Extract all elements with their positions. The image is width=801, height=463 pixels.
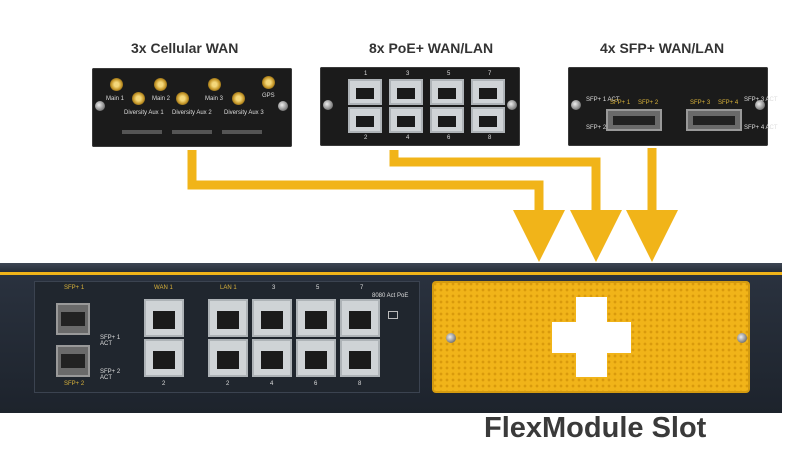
lan-port[interactable] — [340, 299, 380, 337]
wan-label: WAN 1 — [154, 285, 173, 291]
poe-module: 1 3 5 7 2 4 6 8 — [320, 67, 520, 146]
rj45-port[interactable] — [348, 107, 382, 133]
sfp-arrowhead — [626, 210, 678, 262]
sfp-cage[interactable] — [686, 109, 742, 131]
lan-port[interactable] — [296, 299, 336, 337]
antenna-label: Main 1 — [106, 96, 125, 102]
sfp-cage[interactable] — [606, 109, 662, 131]
port-number: 3 — [406, 71, 410, 77]
antenna-label: Main 3 — [205, 96, 224, 102]
rj45-port[interactable] — [430, 79, 464, 105]
rj45-port[interactable] — [471, 107, 505, 133]
screw-icon — [507, 100, 517, 110]
sfp-bottom-label: SFP+ 2 — [64, 381, 85, 387]
poe-wan-lan-label: 8x PoE+ WAN/LAN — [369, 40, 494, 56]
sfp-wan-lan-label: 4x SFP+ WAN/LAN — [600, 40, 725, 56]
rj45-port[interactable] — [471, 79, 505, 105]
sfp-act-label: SFP+ 1 ACT — [586, 97, 620, 103]
lan-port[interactable] — [252, 339, 292, 377]
cellular-module: Main 1 Diversity Aux 1 Main 2 Diversity … — [92, 68, 292, 147]
lan-port[interactable] — [296, 339, 336, 377]
lan-label: LAN 1 — [220, 285, 237, 291]
poe-arrowhead — [570, 210, 622, 262]
chassis-sfp-port[interactable] — [56, 345, 90, 377]
antenna-label: Diversity Aux 2 — [172, 110, 212, 116]
lan-port[interactable] — [208, 339, 248, 377]
wan-port[interactable] — [144, 299, 184, 337]
port-number: 7 — [488, 71, 492, 77]
port-number: 5 — [316, 285, 320, 291]
port-number: 6 — [314, 381, 318, 387]
plus-icon-bar — [552, 322, 631, 353]
port-number: 5 — [447, 71, 451, 77]
sfp-cage-label: SFP+ 1 — [610, 100, 631, 106]
front-panel: SFP+ 1 SFP+ 2 SFP+ 1 ACT SFP+ 2 ACT WAN … — [34, 281, 420, 393]
port-number: 4 — [406, 135, 410, 141]
sfp-cage-label: SFP+ 3 — [690, 100, 711, 106]
flexmodule-slot-label: FlexModule Slot — [484, 412, 707, 444]
port-number: 6 — [447, 135, 451, 141]
port-number: 1 — [364, 71, 368, 77]
sim-slot — [222, 130, 262, 134]
cellular-wan-label: 3x Cellular WAN — [131, 40, 239, 56]
poe-arrow-line — [389, 150, 601, 215]
screw-icon — [95, 101, 105, 111]
screw-icon — [323, 100, 333, 110]
antenna-connector-icon — [176, 92, 189, 105]
antenna-connector-icon — [110, 78, 123, 91]
port-number: 7 — [360, 285, 364, 291]
sfp-cage-label: SFP+ 4 — [718, 100, 739, 106]
wan-port[interactable] — [144, 339, 184, 377]
antenna-connector-icon — [232, 92, 245, 105]
antenna-label: GPS — [262, 93, 275, 99]
screw-icon — [755, 100, 765, 110]
antenna-connector-icon — [262, 76, 275, 89]
chassis-sfp-port[interactable] — [56, 303, 90, 335]
rj45-port[interactable] — [389, 79, 423, 105]
sfp-act-label: SFP+ 2 ACT — [100, 369, 121, 381]
rj45-port[interactable] — [348, 79, 382, 105]
sim-slot — [172, 130, 212, 134]
rj45-port[interactable] — [430, 107, 464, 133]
sfp-module: SFP+ 1 ACT SFP+ 2 ACT SFP+ 1 SFP+ 2 SFP+… — [568, 67, 778, 146]
port-number: 2 — [226, 381, 230, 387]
sfp-act-label: SFP+ 1 ACT — [100, 335, 121, 347]
sim-slot — [122, 130, 162, 134]
antenna-label: Main 2 — [152, 96, 171, 102]
lan-port[interactable] — [252, 299, 292, 337]
cellular-arrow-line — [187, 150, 544, 215]
sfp-act-label: SFP+ 3 ACT — [744, 97, 778, 103]
port-number: 2 — [162, 381, 166, 387]
lan-port[interactable] — [208, 299, 248, 337]
cellular-arrowhead — [513, 210, 565, 262]
antenna-connector-icon — [208, 78, 221, 91]
screw-icon — [737, 333, 747, 343]
port-number: 2 — [364, 135, 368, 141]
port-number: 4 — [270, 381, 274, 387]
sfp-cage-label: SFP+ 2 — [638, 100, 659, 106]
screw-icon — [446, 333, 456, 343]
lan-port[interactable] — [340, 339, 380, 377]
port-number: 3 — [272, 285, 276, 291]
port-number: 8 — [488, 135, 492, 141]
port-number: 8 — [358, 381, 362, 387]
screw-icon — [278, 101, 288, 111]
antenna-connector-icon — [154, 78, 167, 91]
antenna-label: Diversity Aux 1 — [124, 110, 164, 116]
poe-note: 8080 Act PoE — [372, 293, 409, 299]
sfp-act-label: SFP+ 2 ACT — [586, 125, 620, 131]
rj45-port[interactable] — [389, 107, 423, 133]
antenna-label: Diversity Aux 3 — [224, 110, 264, 116]
sfp-top-label: SFP+ 1 — [64, 285, 85, 291]
screw-icon — [571, 100, 581, 110]
sfp-act-label: SFP+ 4 ACT — [744, 125, 778, 131]
chassis-top-edge — [0, 263, 782, 275]
antenna-connector-icon — [132, 92, 145, 105]
status-led-icon — [388, 311, 398, 319]
